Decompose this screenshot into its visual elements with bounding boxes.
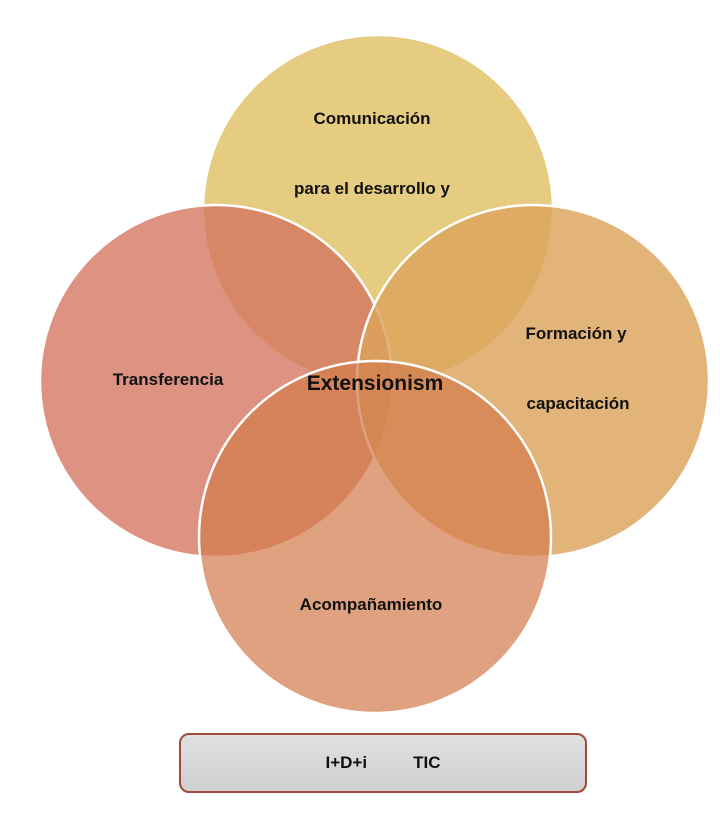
footer-item-tic: TIC bbox=[413, 753, 441, 772]
label-formacion-line2: capacitación bbox=[527, 394, 630, 413]
label-formacion-line1: Formación y bbox=[525, 324, 627, 343]
footer-box: I+D+i TIC bbox=[179, 733, 587, 793]
label-acompanamiento: Acompañamiento bbox=[300, 595, 443, 614]
label-comunicacion-line1: Comunicación bbox=[313, 109, 430, 128]
circle-acompanamiento bbox=[197, 359, 553, 715]
label-transferencia: Transferencia bbox=[113, 370, 224, 389]
label-extensionism: Extensionism bbox=[307, 372, 444, 395]
label-comunicacion-line2: para el desarrollo y bbox=[294, 179, 450, 198]
labels-layer: Comunicación para el desarrollo y Transf… bbox=[113, 109, 630, 614]
footer-item-idi: I+D+i bbox=[325, 753, 368, 772]
circles-layer bbox=[38, 33, 711, 715]
